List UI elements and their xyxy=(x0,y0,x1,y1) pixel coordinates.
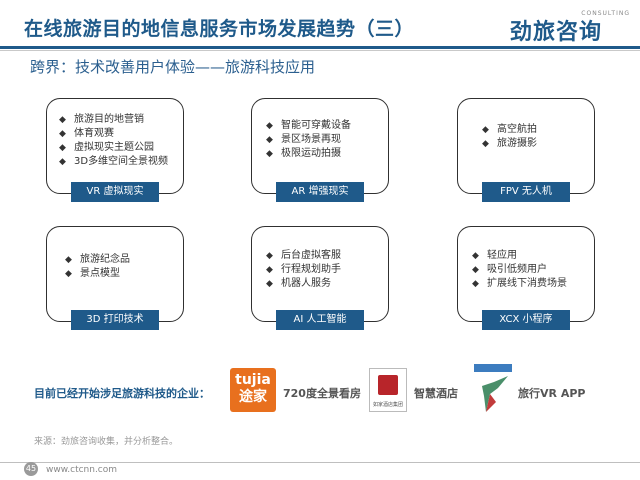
diamond-bullet-icon: ◆ xyxy=(59,115,66,125)
list-item: ◆旅游纪念品 xyxy=(65,254,130,265)
company-logo: 劲旅咨询 CONSULTING xyxy=(510,8,630,45)
tujia-logo: tujia 途家 xyxy=(230,368,276,412)
list-item: ◆高空航拍 xyxy=(482,124,537,135)
page-title: 在线旅游目的地信息服务市场发展趋势（三） xyxy=(24,18,415,40)
card-3d: ◆旅游纪念品 ◆景点模型 3D 打印技术 xyxy=(46,226,184,330)
page-number: 45 xyxy=(24,462,38,476)
diamond-bullet-icon: ◆ xyxy=(472,265,479,275)
card-3d-list: ◆旅游纪念品 ◆景点模型 xyxy=(65,253,130,281)
hotel-group-logo: 如家酒店集团 xyxy=(369,368,407,412)
hotel-seal-icon xyxy=(378,375,398,395)
hotel-feature-text: 智慧酒店 xyxy=(414,387,458,400)
list-item: ◆3D多维空间全景视频 xyxy=(59,156,169,167)
tujia-feature-text: 720度全景看房 xyxy=(283,387,361,400)
card-vr: ◆旅游目的地营销 ◆体育观赛 ◆虚拟现实主题公园 ◆3D多维空间全景视频 VR … xyxy=(46,98,184,202)
hummingbird-icon xyxy=(482,376,508,412)
bird-logo-header xyxy=(474,364,512,372)
diamond-bullet-icon: ◆ xyxy=(472,251,479,261)
bird-app-logo xyxy=(474,364,512,416)
card-xcx-tag: XCX 小程序 xyxy=(482,310,570,330)
website-link[interactable]: www.ctcnn.com xyxy=(46,465,118,475)
tujia-logo-cn: 途家 xyxy=(239,389,267,405)
diamond-bullet-icon: ◆ xyxy=(266,121,273,131)
section-subtitle: 跨界：技术改善用户体验——旅游科技应用 xyxy=(30,58,316,76)
diamond-bullet-icon: ◆ xyxy=(266,265,273,275)
card-3d-tag: 3D 打印技术 xyxy=(71,310,159,330)
bird-feature-text: 旅行VR APP xyxy=(518,387,586,400)
tujia-logo-en: tujia xyxy=(235,372,271,388)
list-item: ◆景区场景再现 xyxy=(266,134,341,145)
card-ai: ◆后台虚拟客服 ◆行程规划助手 ◆机器人服务 AI 人工智能 xyxy=(251,226,389,330)
card-fpv: ◆高空航拍 ◆旅游摄影 FPV 无人机 xyxy=(457,98,595,202)
diamond-bullet-icon: ◆ xyxy=(266,135,273,145)
card-ar-list: ◆智能可穿戴设备 ◆景区场景再现 ◆极限运动拍摄 xyxy=(266,119,351,161)
card-ai-list: ◆后台虚拟客服 ◆行程规划助手 ◆机器人服务 xyxy=(266,249,341,291)
diamond-bullet-icon: ◆ xyxy=(482,139,489,149)
list-item: ◆旅游目的地营销 xyxy=(59,114,144,125)
hotel-logo-caption: 如家酒店集团 xyxy=(372,402,403,408)
logo-sub-text: CONSULTING xyxy=(581,10,630,17)
diamond-bullet-icon: ◆ xyxy=(65,269,72,279)
card-xcx: ◆轻应用 ◆吸引低频用户 ◆扩展线下消费场景 XCX 小程序 xyxy=(457,226,595,330)
card-ar-tag: AR 增强现实 xyxy=(276,182,364,202)
card-ai-tag: AI 人工智能 xyxy=(276,310,364,330)
header-divider xyxy=(0,46,640,49)
source-note: 来源：劲旅咨询收集，并分析整合。 xyxy=(34,437,179,447)
card-ar: ◆智能可穿戴设备 ◆景区场景再现 ◆极限运动拍摄 AR 增强现实 xyxy=(251,98,389,202)
list-item: ◆行程规划助手 xyxy=(266,264,341,275)
diamond-bullet-icon: ◆ xyxy=(482,125,489,135)
header-divider-gray xyxy=(0,50,640,51)
list-item: ◆轻应用 xyxy=(472,250,517,261)
list-item: ◆扩展线下消费场景 xyxy=(472,278,567,289)
card-vr-list: ◆旅游目的地营销 ◆体育观赛 ◆虚拟现实主题公园 ◆3D多维空间全景视频 xyxy=(59,113,168,169)
list-item: ◆极限运动拍摄 xyxy=(266,148,341,159)
list-item: ◆景点模型 xyxy=(65,268,120,279)
list-item: ◆吸引低频用户 xyxy=(472,264,547,275)
card-xcx-list: ◆轻应用 ◆吸引低频用户 ◆扩展线下消费场景 xyxy=(472,249,567,291)
card-vr-tag: VR 虚拟现实 xyxy=(71,182,159,202)
list-item: ◆智能可穿戴设备 xyxy=(266,120,351,131)
enterprise-label: 目前已经开始涉足旅游科技的企业： xyxy=(34,387,210,400)
diamond-bullet-icon: ◆ xyxy=(266,251,273,261)
list-item: ◆虚拟现实主题公园 xyxy=(59,142,154,153)
footer-divider xyxy=(0,462,640,463)
card-fpv-tag: FPV 无人机 xyxy=(482,182,570,202)
list-item: ◆后台虚拟客服 xyxy=(266,250,341,261)
list-item: ◆体育观赛 xyxy=(59,128,114,139)
list-item: ◆机器人服务 xyxy=(266,278,331,289)
diamond-bullet-icon: ◆ xyxy=(266,149,273,159)
card-fpv-list: ◆高空航拍 ◆旅游摄影 xyxy=(482,123,537,151)
diamond-bullet-icon: ◆ xyxy=(59,157,66,167)
diamond-bullet-icon: ◆ xyxy=(266,279,273,289)
diamond-bullet-icon: ◆ xyxy=(472,279,479,289)
diamond-bullet-icon: ◆ xyxy=(59,143,66,153)
logo-main-text: 劲旅咨询 xyxy=(510,20,603,45)
list-item: ◆旅游摄影 xyxy=(482,138,537,149)
diamond-bullet-icon: ◆ xyxy=(65,255,72,265)
diamond-bullet-icon: ◆ xyxy=(59,129,66,139)
